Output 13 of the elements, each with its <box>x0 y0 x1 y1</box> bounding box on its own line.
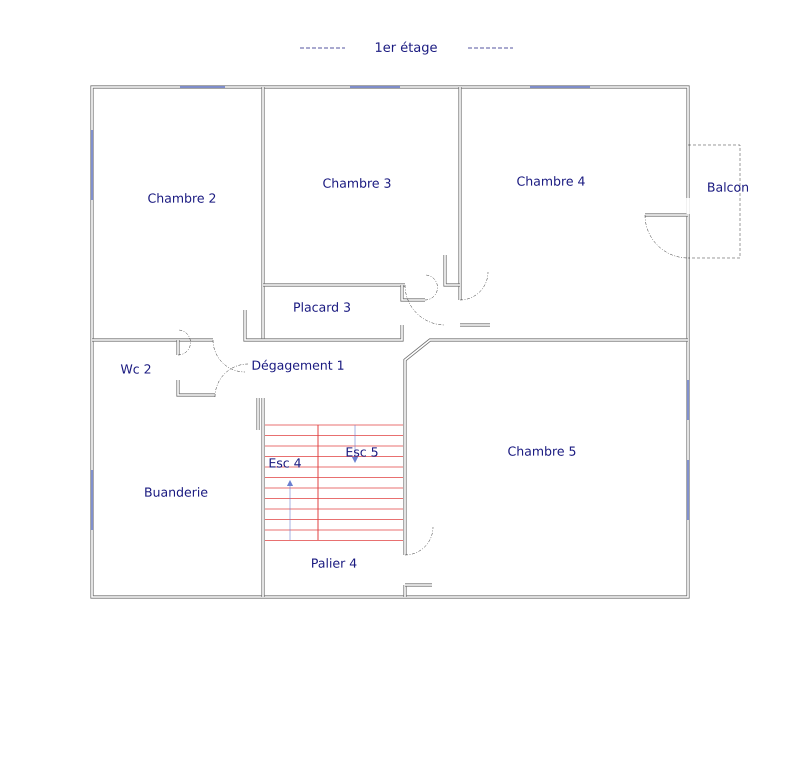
room-label: Chambre 4 <box>517 176 585 186</box>
room-label: Dégagement 1 <box>252 360 344 372</box>
room-label: Wc 2 <box>120 364 150 374</box>
room-label: Esc 4 <box>270 458 301 468</box>
room-label: Chambre 3 <box>323 178 390 188</box>
room-label: Chambre 5 <box>508 446 576 456</box>
room-label: Chambre 2 <box>148 193 216 203</box>
room-label: Buanderie <box>145 487 208 497</box>
room-label: Esc 5 <box>346 447 378 457</box>
room-label: Balcon <box>708 182 748 192</box>
room-label: Placard 3 <box>294 302 350 312</box>
room-label: Palier 4 <box>312 558 356 568</box>
title: 1er étage <box>376 41 437 55</box>
